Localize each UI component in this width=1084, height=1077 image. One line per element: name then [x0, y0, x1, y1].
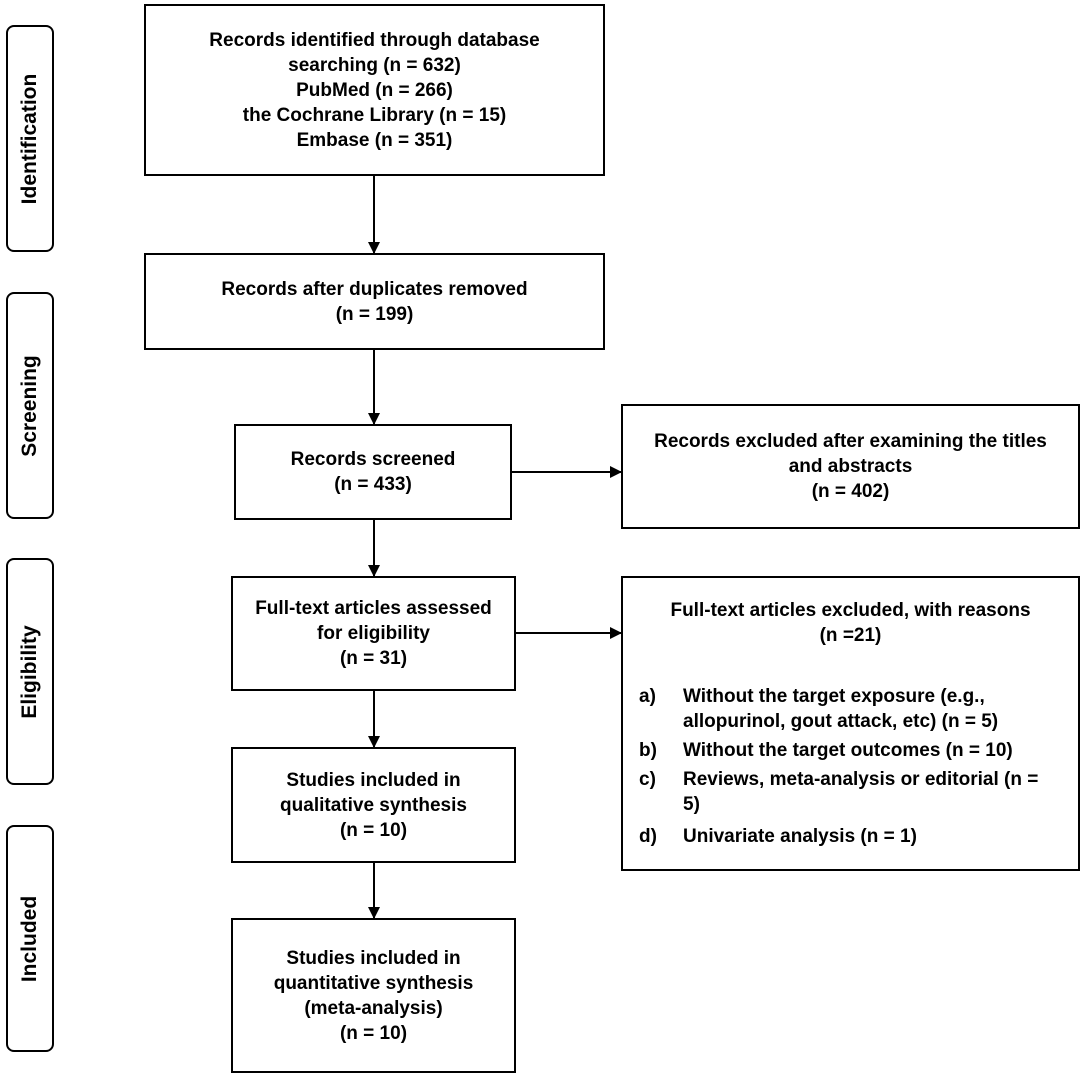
- text-line: (n = 199): [335, 303, 414, 325]
- reason-marker: d): [639, 826, 657, 847]
- phase-screening: Screening: [6, 292, 54, 519]
- text-line: (n = 10): [339, 819, 408, 841]
- text-line: Univariate analysis (n = 1): [683, 826, 917, 847]
- text-line: Without the target exposure (e.g.,: [683, 686, 985, 707]
- phase-included: Included: [6, 825, 54, 1052]
- text-line: quantitative synthesis: [273, 972, 474, 994]
- text-line: for eligibility: [317, 623, 430, 644]
- reason-text: Without the target outcomes (n = 10): [683, 738, 1073, 763]
- text-line: (n = 402): [811, 481, 890, 502]
- text-line: Reviews, meta-analysis or editorial (n =: [683, 769, 1039, 790]
- fulltext-excluded-box: Full-text articles excluded, with reason…: [621, 576, 1080, 871]
- exclusion-title: Full-text articles excluded, with reason…: [623, 598, 1078, 648]
- text-line: searching (n = 632): [288, 54, 461, 76]
- text-line: Records after duplicates removed: [221, 278, 528, 300]
- records-identified-box: Records identified through database sear…: [144, 4, 605, 176]
- text-line: PubMed (n = 266): [296, 79, 453, 101]
- reason-marker: b): [639, 740, 657, 761]
- text-line: Without the target outcomes (n = 10): [683, 740, 1013, 761]
- reason-text: Reviews, meta-analysis or editorial (n =…: [683, 767, 1073, 817]
- reason-marker: a): [639, 686, 656, 707]
- text-line: (n = 10): [339, 1022, 408, 1044]
- text-line: Full-text articles assessed: [255, 598, 492, 619]
- quantitative-synthesis-box: Studies included in quantitative synthes…: [231, 918, 516, 1073]
- records-excluded-box: Records excluded after examining the tit…: [621, 404, 1080, 529]
- text-line: Records excluded after examining the tit…: [654, 431, 1047, 452]
- text-line: Full-text articles excluded, with reason…: [670, 600, 1031, 621]
- records-screened-box: Records screened (n = 433): [234, 424, 512, 520]
- text-line: (meta-analysis): [304, 997, 443, 1019]
- phase-eligibility: Eligibility: [6, 558, 54, 785]
- qualitative-synthesis-box: Studies included in qualitative synthesi…: [231, 747, 516, 863]
- reason-text: Without the target exposure (e.g., allop…: [683, 684, 1073, 734]
- text-line: Records screened: [290, 449, 456, 470]
- text-line: (n =21): [819, 625, 882, 646]
- text-line: allopurinol, gout attack, etc) (n = 5): [683, 711, 999, 732]
- text-line: (n = 433): [334, 474, 412, 495]
- fulltext-assessed-box: Full-text articles assessed for eligibil…: [231, 576, 516, 691]
- text-line: Studies included in: [286, 769, 461, 791]
- text-line: qualitative synthesis: [280, 794, 467, 816]
- text-line: Records identified through database: [209, 29, 540, 51]
- text-line: 5): [683, 794, 700, 815]
- text-line: (n = 31): [339, 648, 408, 669]
- phase-identification: Identification: [6, 25, 54, 252]
- text-line: Studies included in: [286, 947, 461, 969]
- text-line: and abstracts: [788, 456, 913, 477]
- text-line: the Cochrane Library (n = 15): [242, 104, 507, 126]
- text-line: Embase (n = 351): [296, 129, 453, 151]
- reason-text: Univariate analysis (n = 1): [683, 824, 1073, 849]
- reason-marker: c): [639, 769, 656, 790]
- records-dedup-box: Records after duplicates removed (n = 19…: [144, 253, 605, 350]
